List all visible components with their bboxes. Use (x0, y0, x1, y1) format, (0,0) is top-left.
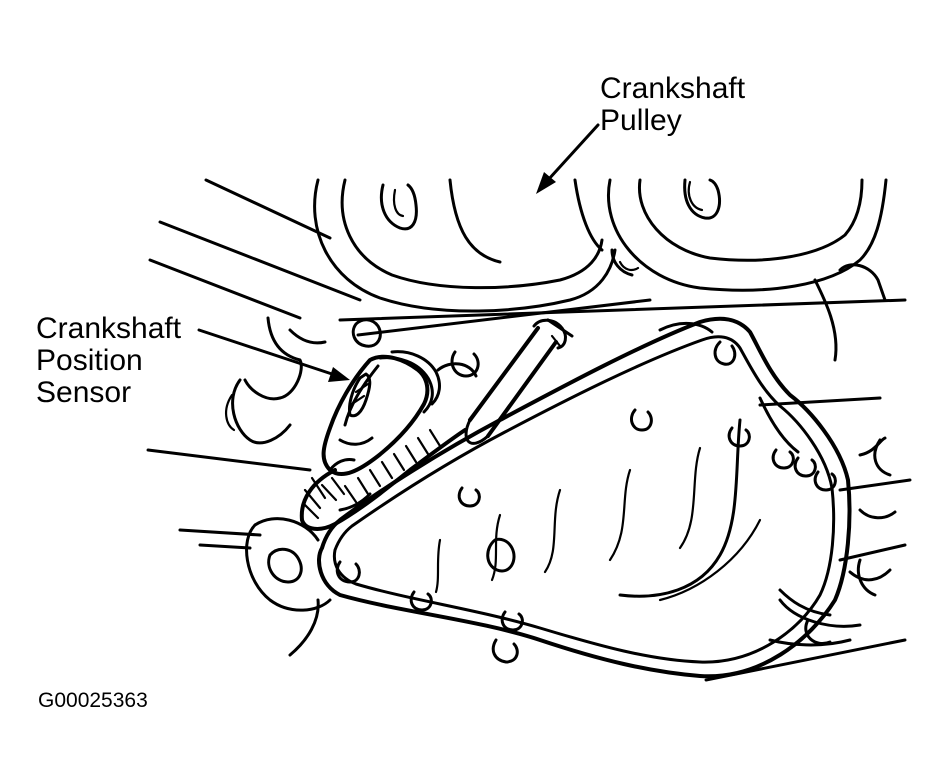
engine-block-lower (768, 438, 897, 647)
crankshaft-pulley-label-line-2: Pulley (600, 104, 682, 137)
crankshaft-pulley (313, 178, 888, 313)
crankshaft-pulley-label: Crankshaft Pulley (600, 73, 745, 137)
crankshaft-position-sensor-label: Crankshaft Position Sensor (36, 313, 181, 409)
sensor-leader-arrow (197, 328, 350, 382)
engine-mount-bracket (225, 316, 332, 657)
crankshaft-position-sensor (299, 318, 574, 531)
sensor-label-line-1: Crankshaft (36, 312, 182, 345)
figure-code: G00025363 (38, 689, 148, 712)
crankshaft-pulley-label-line-1: Crankshaft (600, 72, 746, 105)
oil-pan (317, 316, 852, 679)
sensor-label-line-3: Sensor (36, 376, 132, 409)
pulley-arrowhead (536, 172, 556, 194)
pulley-leader-arrow (536, 123, 600, 194)
engine-frame-lines (146, 178, 912, 682)
sensor-arrowhead (328, 367, 350, 382)
sensor-label-line-2: Position (36, 344, 143, 377)
